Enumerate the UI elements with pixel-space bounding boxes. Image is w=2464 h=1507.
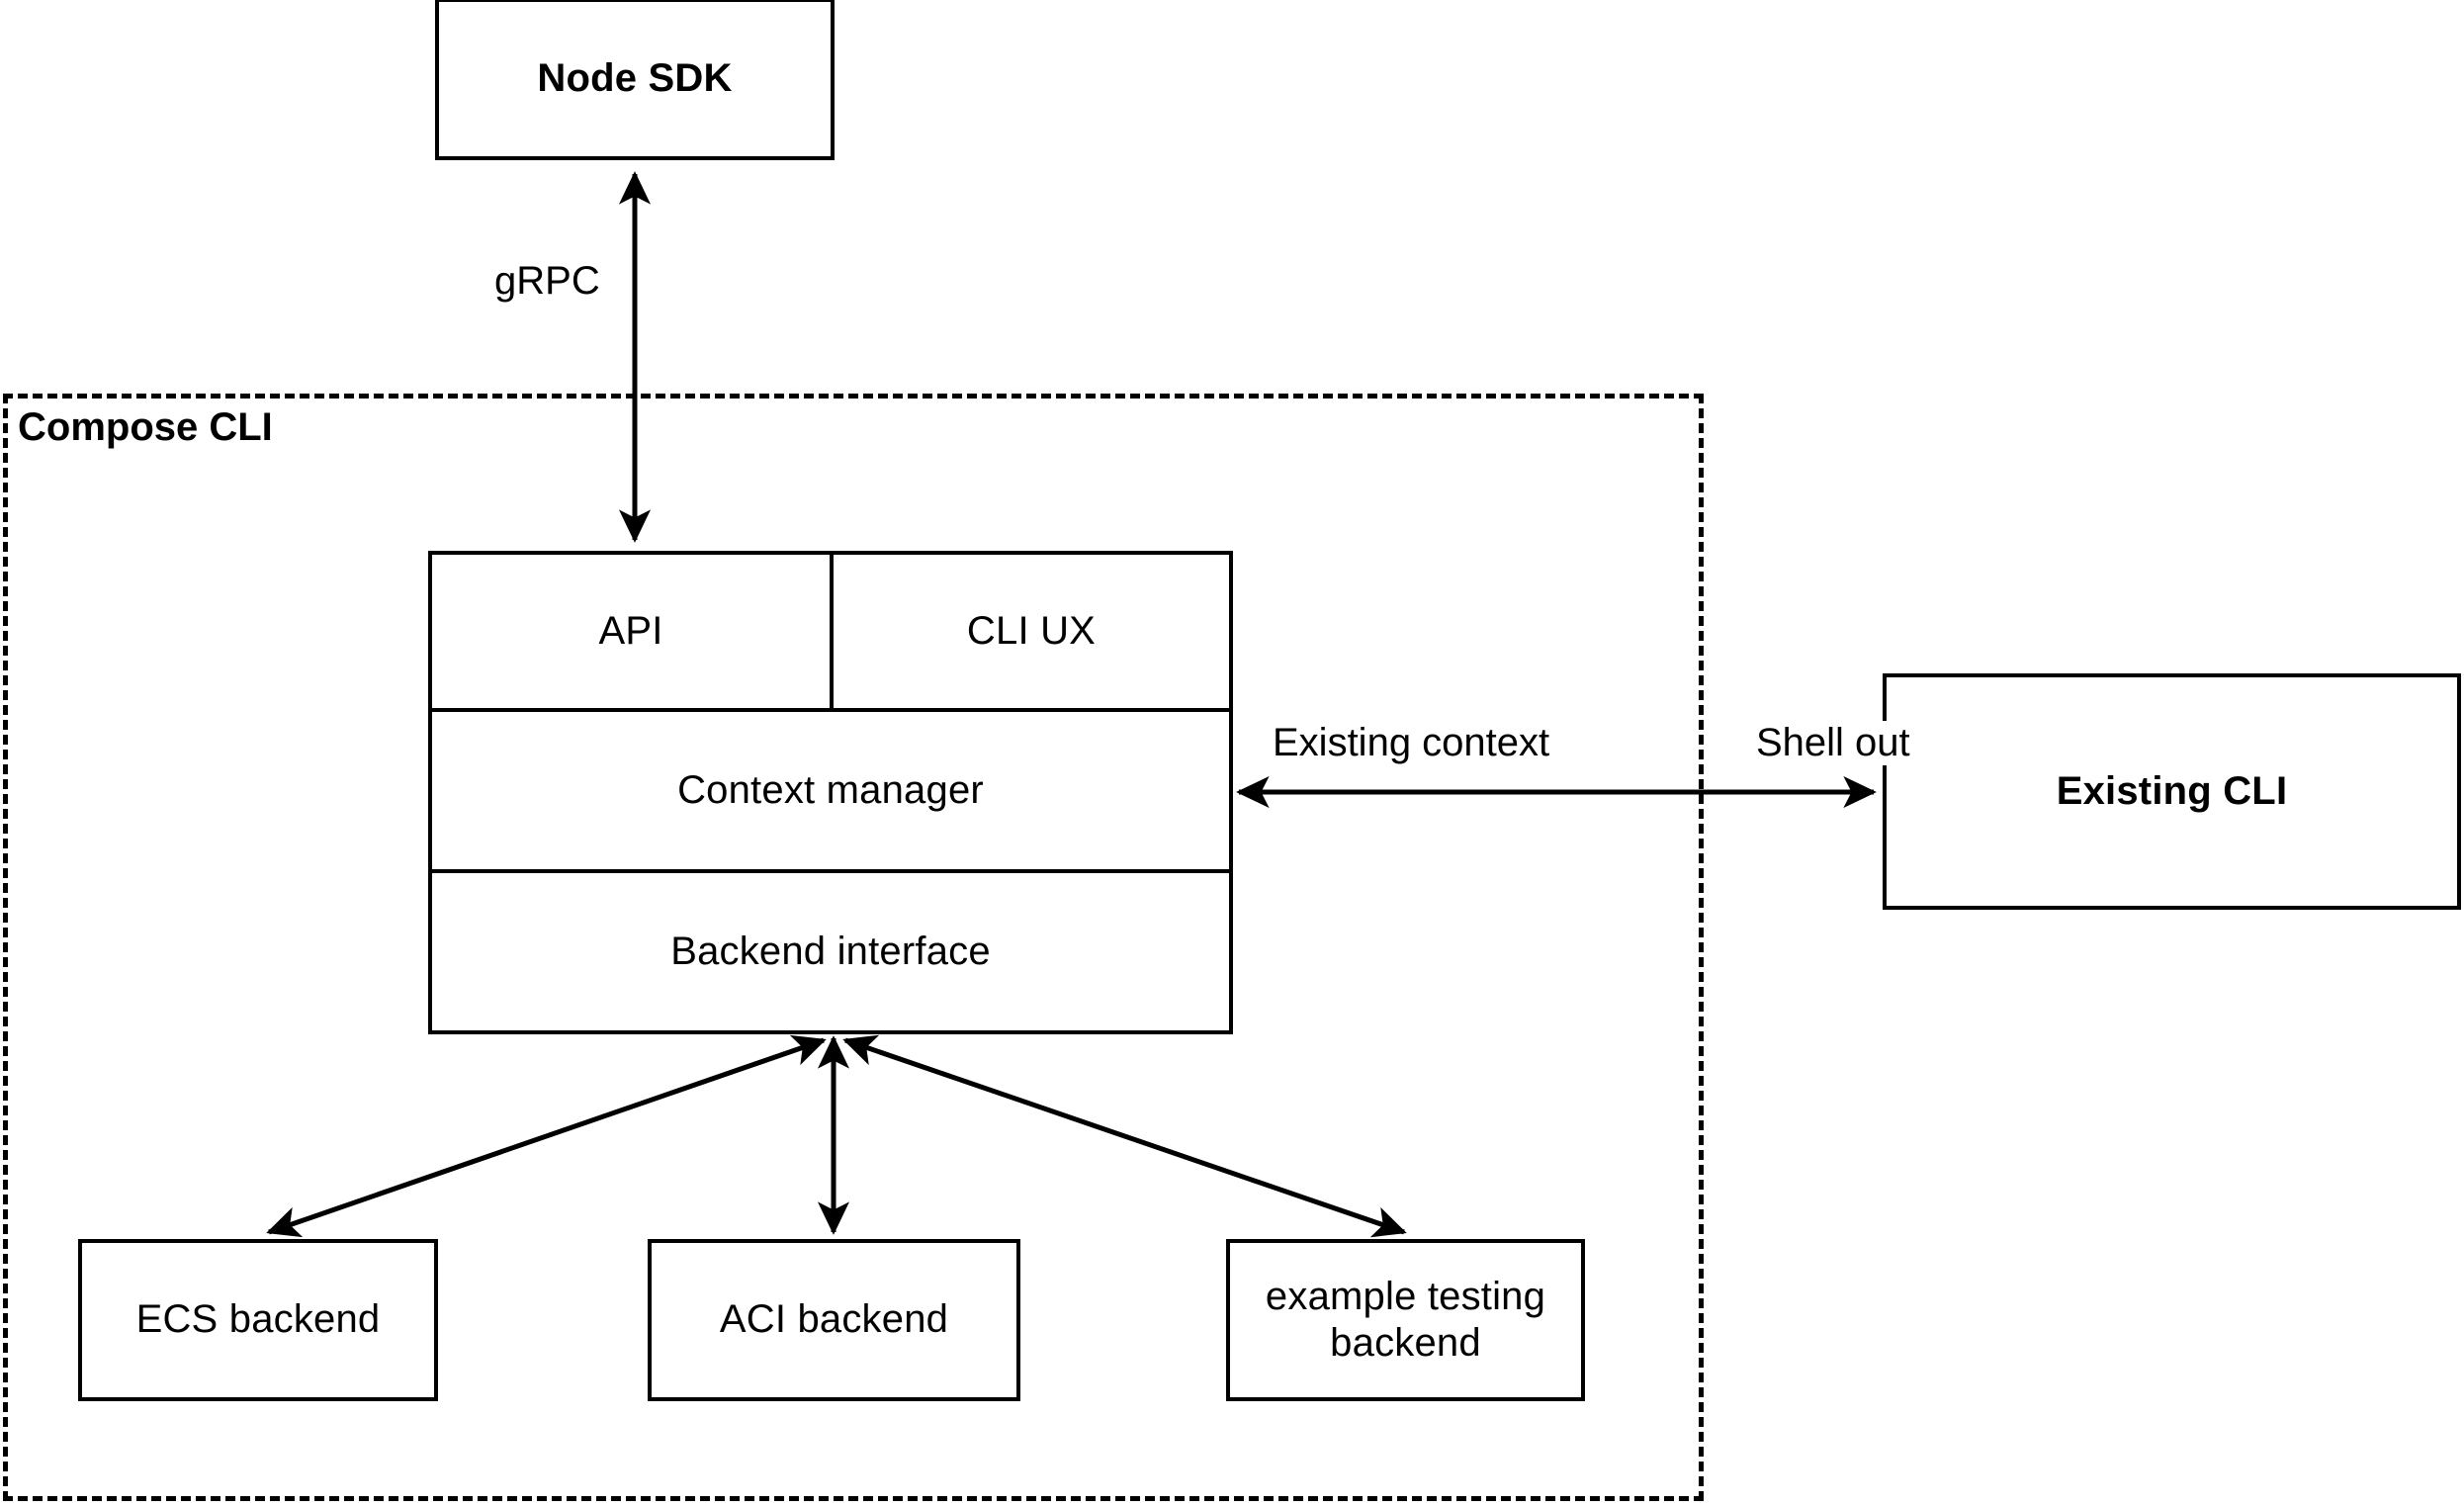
shell-out-edge-label: Shell out (1752, 721, 1914, 765)
edge-backend-to-ecs (266, 1034, 827, 1238)
example-testing-backend-label-line2: backend (1330, 1321, 1481, 1365)
node-sdk-box[interactable]: Node SDK (435, 0, 835, 160)
ecs-backend-box[interactable]: ECS backend (78, 1239, 438, 1401)
existing-context-edge-label: Existing context (1269, 721, 1554, 765)
example-testing-backend-label-line1: example testing (1265, 1274, 1546, 1318)
example-testing-backend-label: example testing backend (1256, 1274, 1555, 1367)
ecs-backend-label: ECS backend (135, 1297, 381, 1342)
cli-ux-label: CLI UX (966, 608, 1097, 653)
api-label: API (598, 608, 663, 653)
grpc-edge-label: gRPC (490, 259, 604, 304)
aci-backend-box[interactable]: ACI backend (648, 1239, 1020, 1401)
context-manager-box[interactable]: Context manager (428, 708, 1233, 873)
aci-backend-label: ACI backend (719, 1297, 949, 1342)
edge-backend-to-example-testing (842, 1034, 1407, 1238)
compose-cli-group-label: Compose CLI (18, 405, 273, 449)
existing-cli-label: Existing CLI (2056, 768, 2288, 813)
backend-interface-box[interactable]: Backend interface (428, 869, 1233, 1034)
cli-ux-box[interactable]: CLI UX (830, 551, 1233, 712)
backend-interface-label: Backend interface (670, 929, 991, 973)
node-sdk-label: Node SDK (537, 56, 733, 101)
existing-cli-box[interactable]: Existing CLI (1883, 673, 2461, 910)
context-manager-label: Context manager (677, 767, 984, 812)
api-box[interactable]: API (428, 551, 834, 712)
example-testing-backend-box[interactable]: example testing backend (1226, 1239, 1585, 1401)
